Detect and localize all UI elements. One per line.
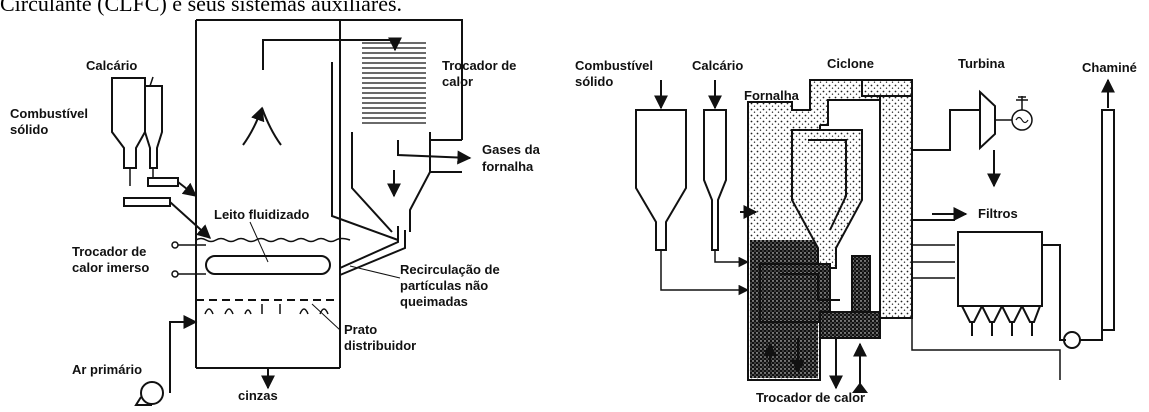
silo-calcario xyxy=(144,85,163,169)
filter-hoppers xyxy=(961,305,1041,323)
recirc-pipe-2 xyxy=(339,230,406,276)
label-combustivel-2: sólido xyxy=(10,122,48,137)
loop-seal xyxy=(759,255,871,323)
label-trocador-1: Trocador de xyxy=(442,58,516,73)
label-imerso-1: Trocador de xyxy=(72,244,146,259)
steam-line xyxy=(912,109,980,151)
id-fan xyxy=(1063,331,1081,349)
label-recirc-1: Recirculação de xyxy=(400,262,500,277)
label-r-chamine: Chaminé xyxy=(1082,60,1137,75)
right-labels: Combustível sólido Calcário Ciclone Forn… xyxy=(575,56,1137,405)
baffle xyxy=(331,62,399,241)
label-ar: Ar primário xyxy=(72,362,142,377)
turbine xyxy=(979,89,996,151)
left-diagram xyxy=(111,19,472,406)
label-recirc-3: queimadas xyxy=(400,294,468,309)
backpass xyxy=(879,91,913,319)
feeder-upper xyxy=(147,177,179,187)
filter-box xyxy=(957,231,1043,307)
label-r-trocador: Trocador de calor xyxy=(756,390,865,405)
ext-exchanger xyxy=(819,311,881,339)
fan-to-stack xyxy=(1080,322,1103,341)
exchanger-top-line xyxy=(340,19,463,140)
label-combustivel-1: Combustível xyxy=(10,106,88,121)
prato-leader xyxy=(311,303,341,331)
cyclone xyxy=(791,129,863,269)
label-prato-1: Prato xyxy=(344,322,377,337)
recirc-pipe-1 xyxy=(339,226,399,269)
generator-wave xyxy=(1015,116,1029,124)
label-trocador-2: calor xyxy=(442,74,473,89)
calcario-feed-line xyxy=(149,76,154,87)
filter-out xyxy=(1042,244,1066,341)
left-labels: Calcário Combustível sólido Trocador de … xyxy=(10,58,541,403)
loop-seal-inner xyxy=(780,273,840,301)
feeder-pipe-1 xyxy=(177,181,198,197)
flow-up-right xyxy=(261,107,282,146)
label-recirc-2: partículas não xyxy=(400,278,488,293)
label-r-calcario: Calcário xyxy=(692,58,743,73)
immersed-exchanger xyxy=(205,255,331,275)
backpass-top xyxy=(861,79,913,97)
flow-up-left xyxy=(242,106,265,146)
label-r-filtros: Filtros xyxy=(978,206,1018,221)
air-duct xyxy=(169,315,198,393)
hopper-left xyxy=(351,132,393,233)
feeder-lower xyxy=(123,197,171,207)
bottom-pipe xyxy=(911,318,1061,380)
label-r-combustivel-1: Combustível xyxy=(575,58,653,73)
recirc-leader xyxy=(349,265,401,279)
silo-limestone xyxy=(703,109,727,251)
feeder-pipe-2 xyxy=(169,201,212,239)
filter-ash-arrows xyxy=(971,322,1033,336)
silo-combustivel xyxy=(111,77,146,169)
flow-top-arrow xyxy=(262,37,402,70)
chimney xyxy=(1101,109,1115,331)
label-r-fornalha: Fornalha xyxy=(744,88,800,103)
feed-arrows xyxy=(129,168,154,186)
lime-feed xyxy=(714,250,750,268)
label-r-turbina: Turbina xyxy=(958,56,1005,71)
label-r-combustivel-2: sólido xyxy=(575,74,613,89)
label-gases-2: fornalha xyxy=(482,159,534,174)
gas-arrows xyxy=(912,244,955,279)
leito-leader xyxy=(249,221,269,263)
label-leito: Leito fluidizado xyxy=(214,207,309,222)
fan-icon xyxy=(140,381,164,405)
label-calcario: Calcário xyxy=(86,58,137,73)
gases-arrow xyxy=(397,140,472,165)
distributor-nozzles xyxy=(204,304,329,315)
silo-fuel xyxy=(635,109,687,251)
cyclone-inner xyxy=(808,139,847,231)
exchanger-lower xyxy=(409,171,462,232)
right-diagram xyxy=(635,78,1115,393)
label-cinzas: cinzas xyxy=(238,388,278,403)
label-gases-1: Gases da xyxy=(482,142,541,157)
label-prato-2: distribuidor xyxy=(344,338,416,353)
label-imerso-2: calor imerso xyxy=(72,260,149,275)
figure-caption: Circulante (CLFC) e seus sistemas auxili… xyxy=(0,0,403,16)
fuel-feed xyxy=(660,250,750,296)
label-r-ciclone: Ciclone xyxy=(827,56,874,71)
bed-surface xyxy=(195,237,351,243)
ground-symbol xyxy=(1016,96,1028,110)
heat-exchanger-coils xyxy=(362,42,426,124)
